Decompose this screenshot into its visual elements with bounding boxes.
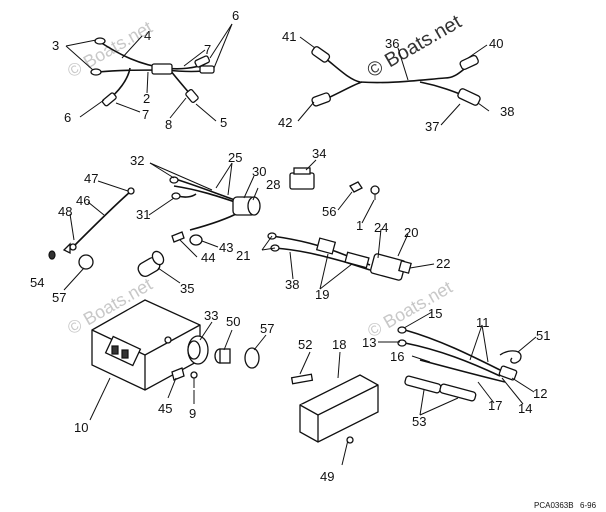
callout-9: 9: [189, 406, 196, 421]
callout-40: 40: [489, 36, 503, 51]
callout-24: 24: [374, 220, 388, 235]
callout-57: 57: [52, 290, 66, 305]
callout-31: 31: [136, 207, 150, 222]
drawing-code: PCA0363B: [534, 501, 574, 510]
relay: [289, 167, 315, 190]
callout-20: 20: [404, 225, 418, 240]
callout-41: 41: [282, 29, 296, 44]
callout-46: 46: [76, 193, 90, 208]
grommet-bushing-washer: [187, 335, 260, 369]
lower-right-harness: [397, 326, 522, 402]
harness-top-right: [311, 46, 481, 107]
watermark-text: © Boats.net: [364, 11, 466, 83]
callout-48: 48: [58, 204, 72, 219]
callout-45: 45: [158, 401, 172, 416]
callout-56: 56: [322, 204, 336, 219]
clip-and-bolt: [171, 367, 198, 388]
callout-34: 34: [312, 146, 326, 161]
callout-16: 16: [390, 349, 404, 364]
callout-6: 6: [64, 110, 71, 125]
callout-42: 42: [278, 115, 292, 130]
callout-50: 50: [226, 314, 240, 329]
callout-36: 36: [385, 36, 399, 51]
callout-53: 53: [412, 414, 426, 429]
callout-10: 10: [74, 420, 88, 435]
callout-21: 21: [236, 248, 250, 263]
callout-18: 18: [332, 337, 346, 352]
callout-35: 35: [180, 281, 194, 296]
screw-49: [346, 436, 354, 444]
callout-labels: 3 4 6 7 2 6 7 8 5 41 36 40 42 37 38 32 2…: [30, 8, 550, 484]
cover-plate: [290, 373, 379, 443]
callout-6: 6: [232, 8, 239, 23]
callout-37: 37: [425, 119, 439, 134]
callout-30: 30: [252, 164, 266, 179]
watermark-top-right: © Boats.net: [364, 11, 466, 83]
callout-38: 38: [285, 277, 299, 292]
callout-11: 11: [476, 315, 490, 330]
callout-51: 51: [536, 328, 550, 343]
callout-22: 22: [436, 256, 450, 271]
callout-8: 8: [165, 117, 172, 132]
drawing-date: 6-96: [580, 501, 597, 510]
callout-1: 1: [356, 218, 363, 233]
callout-13: 13: [362, 335, 376, 350]
grommet-and-terminal: [171, 231, 203, 246]
callout-57: 57: [260, 321, 274, 336]
callout-7: 7: [142, 107, 149, 122]
callout-7: 7: [204, 42, 211, 57]
callout-19: 19: [315, 287, 329, 302]
callout-14: 14: [518, 401, 532, 416]
callout-32: 32: [130, 153, 144, 168]
callout-12: 12: [533, 386, 547, 401]
callout-54: 54: [30, 275, 44, 290]
switch-harness: [169, 176, 261, 231]
callout-3: 3: [52, 38, 59, 53]
trim-harness: [267, 232, 412, 281]
callout-2: 2: [143, 91, 150, 106]
rubber-boot: [137, 250, 165, 278]
callout-38: 38: [500, 104, 514, 119]
callout-52: 52: [298, 337, 312, 352]
callout-43: 43: [219, 240, 233, 255]
callout-49: 49: [320, 469, 334, 484]
callout-25: 25: [228, 150, 242, 165]
callout-4: 4: [144, 28, 151, 43]
callout-5: 5: [220, 115, 227, 130]
drawing-code-block: PCA0363B 6-96: [534, 501, 597, 510]
clip-and-screw: [349, 181, 380, 200]
callout-28: 28: [266, 177, 280, 192]
callout-44: 44: [201, 250, 215, 265]
callout-15: 15: [428, 306, 442, 321]
callout-33: 33: [204, 308, 218, 323]
ground-strap: [48, 187, 135, 270]
callout-47: 47: [84, 171, 98, 186]
callout-17: 17: [488, 398, 502, 413]
harness-top-left: [90, 37, 215, 107]
